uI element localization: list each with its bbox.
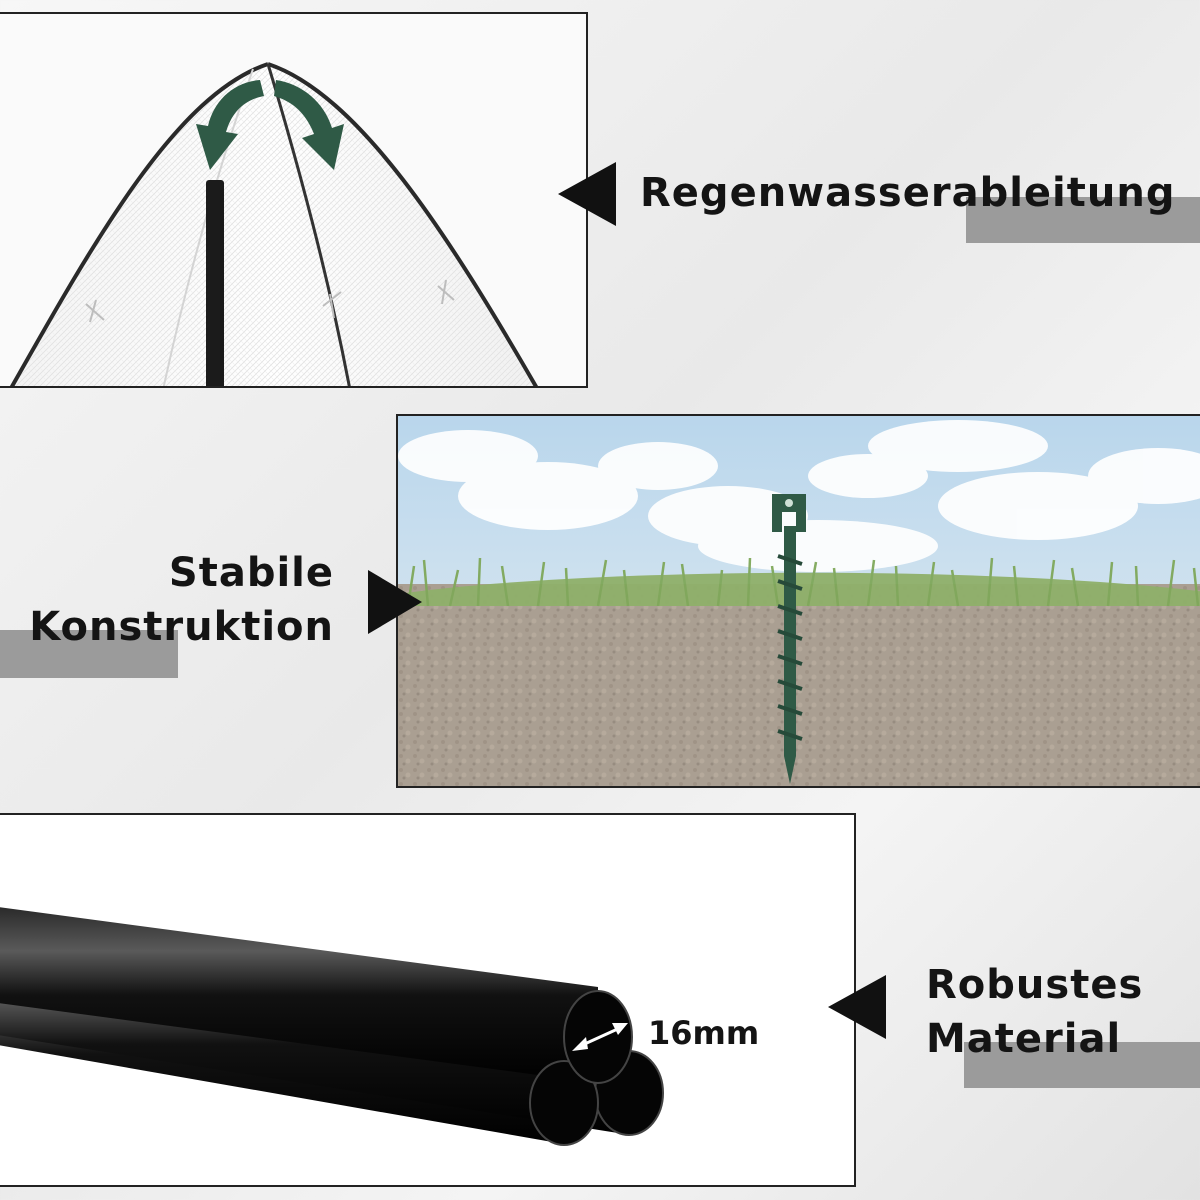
pointer-arrow-regen — [558, 162, 616, 226]
curved-arrow-icon — [196, 80, 264, 170]
diameter-arrow-icon — [572, 1023, 628, 1051]
feature-label-stabile-konstruktion: Stabile Konstruktion — [29, 550, 334, 650]
feature-label-regenwasserableitung: Regenwasserableitung — [640, 170, 1176, 216]
gray-accent-bar — [0, 630, 178, 678]
ground-stake-image — [396, 414, 1200, 788]
tube-diameter-label: 16mm — [648, 1014, 760, 1052]
gray-accent-bar — [966, 197, 1200, 243]
gray-accent-bar — [964, 1042, 1200, 1088]
tubes-image — [0, 813, 856, 1187]
ground-stake-icon — [772, 494, 806, 784]
pointer-arrow-material — [828, 975, 886, 1039]
zipper-strip — [206, 180, 224, 386]
tent-top-image — [0, 12, 588, 388]
curved-arrow-icon — [274, 80, 344, 170]
feature-label-robustes-material: Robustes Material — [926, 962, 1144, 1062]
pointer-arrow-konstruktion — [368, 570, 422, 634]
